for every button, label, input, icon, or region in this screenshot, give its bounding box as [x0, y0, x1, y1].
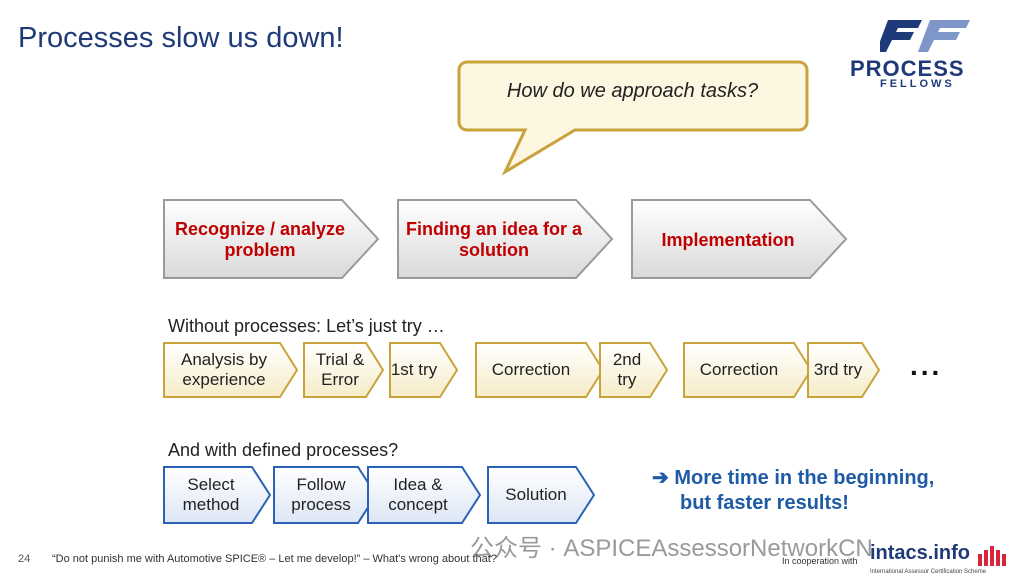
without-step-arrow-2: [303, 342, 385, 398]
cooperation-text: In cooperation with: [782, 556, 858, 566]
without-step-7: 3rd try: [813, 360, 863, 380]
with-step-arrow-1: [163, 466, 272, 524]
speech-bubble: [457, 60, 809, 176]
phase-label-1: Recognize / analyze problem: [174, 219, 346, 260]
page-title: Processes slow us down!: [18, 22, 344, 54]
phase-arrow-1: [163, 199, 380, 279]
intacs-brand: intacs.info: [870, 542, 971, 564]
with-step-2: Follow process: [291, 475, 351, 514]
process-fellows-logo-icon: [880, 20, 970, 52]
without-step-6: Correction: [699, 360, 779, 380]
without-step-5: 2nd try: [612, 350, 642, 389]
footer-text: “Do not punish me with Automotive SPICE®…: [52, 553, 497, 565]
logo-text: PROCESS: [850, 56, 965, 81]
phase-label-3: Implementation: [661, 229, 795, 250]
with-step-3: Idea & concept: [388, 475, 448, 514]
intacs-subtitle: International Assessor Certification Sch…: [870, 569, 987, 575]
intacs-bars-icon: [978, 546, 1006, 566]
with-step-arrow-3: [367, 466, 482, 524]
without-step-2: Trial & Error: [315, 350, 365, 389]
without-step-arrow-4: [475, 342, 605, 398]
phase-arrows: [163, 199, 848, 279]
without-step-arrow-6: [683, 342, 813, 398]
phase-arrow-2: [397, 199, 614, 279]
conclusion-line-2: but faster results!: [680, 492, 849, 514]
bubble-text: How do we approach tasks?: [506, 80, 759, 102]
page-number: 24: [18, 553, 31, 565]
without-step-arrow-1: [163, 342, 299, 398]
phase-label-2: Finding an idea for a solution: [405, 219, 582, 260]
with-step-1: Select method: [182, 475, 240, 514]
watermark: 公众号 · ASPICEAssessorNetworkCN: [470, 535, 873, 562]
logo-subtext: FELLOWS: [880, 78, 955, 90]
conclusion-text: ➔ More time in the beginning, but faster…: [652, 466, 934, 516]
with-step-4: Solution: [505, 485, 567, 505]
with-step-arrow-4: [487, 466, 596, 524]
without-step-arrow-3: [389, 342, 459, 398]
conclusion-line-1: ➔ More time in the beginning,: [652, 467, 935, 489]
continuation-dots: ...: [910, 350, 943, 381]
phase-arrow-3: [631, 199, 848, 279]
with-processes-label: And with defined processes?: [168, 440, 399, 460]
without-step-arrows: [163, 342, 881, 398]
without-step-3: 1st try: [390, 360, 438, 380]
without-processes-label: Without processes: Let’s just try …: [168, 316, 445, 336]
with-step-arrows: [163, 466, 596, 524]
without-step-4: Correction: [491, 360, 571, 380]
without-step-1: Analysis by experience: [181, 350, 267, 389]
without-step-arrow-5: [599, 342, 669, 398]
without-step-arrow-7: [807, 342, 881, 398]
